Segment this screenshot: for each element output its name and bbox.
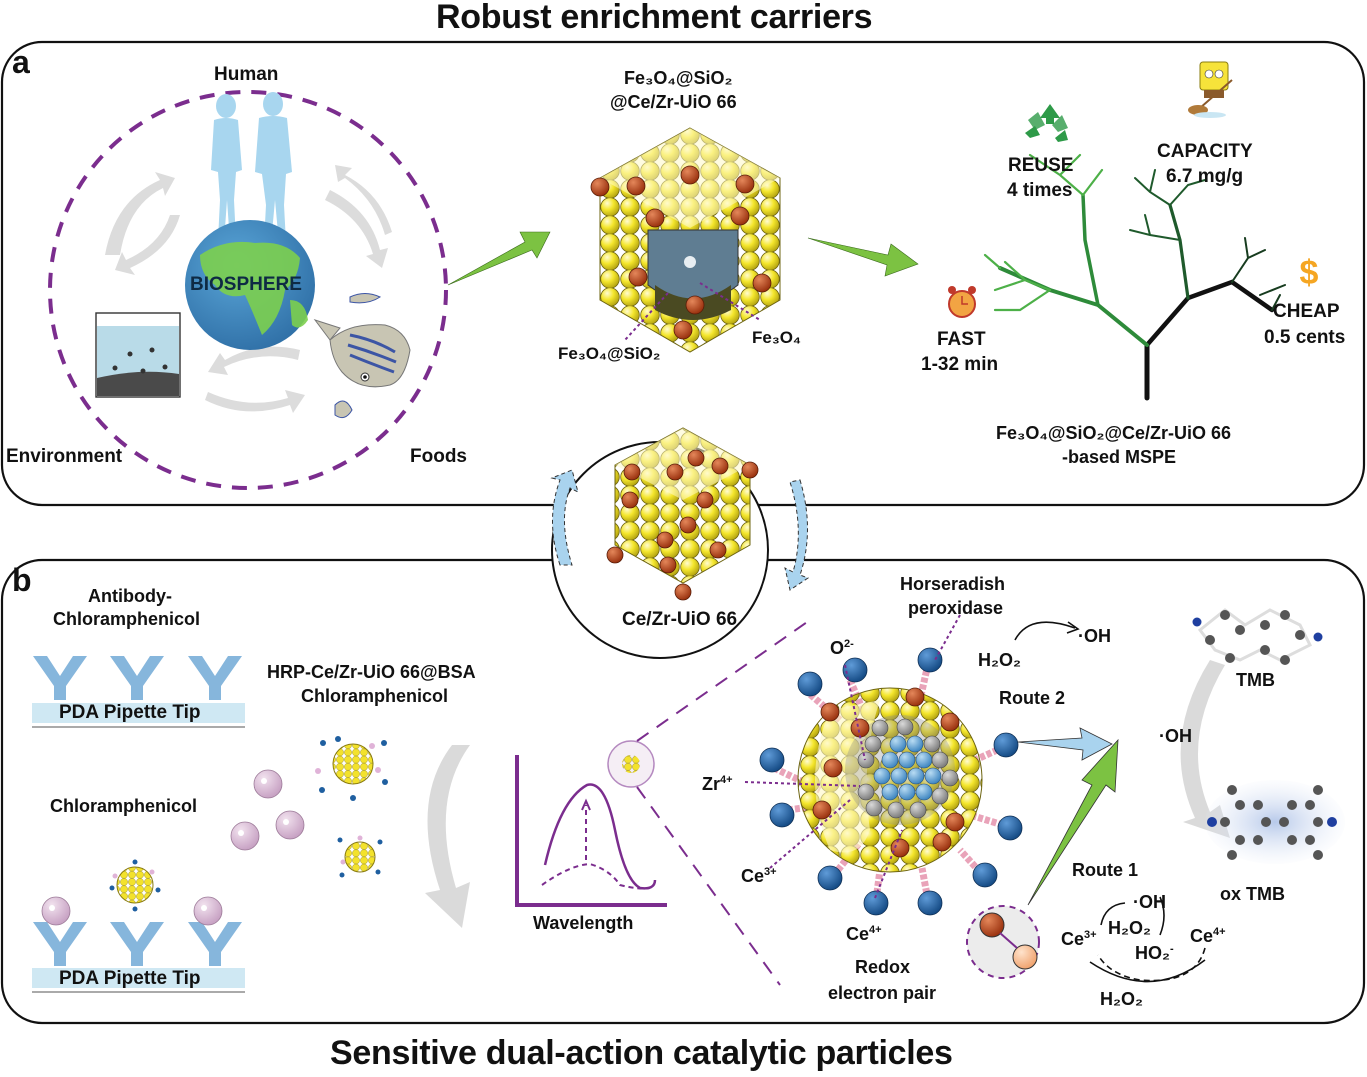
biosphere-cycle bbox=[48, 90, 448, 490]
h2o2-oh-arrow bbox=[1014, 621, 1076, 641]
label-foods: Foods bbox=[410, 446, 467, 467]
tmb-oxidation-arrow bbox=[1180, 660, 1230, 838]
green-arrow-1 bbox=[447, 231, 551, 286]
ox-tmb-molecule-icon bbox=[1205, 780, 1345, 864]
route2-oh: ·OH bbox=[1078, 626, 1111, 646]
top-title: Robust enrichment carriers bbox=[436, 0, 873, 36]
ce3-ion-label: Ce3+ bbox=[741, 866, 777, 886]
chloramphenicol-molecules bbox=[41, 769, 305, 926]
route1-oh: ·OH bbox=[1133, 892, 1166, 912]
reuse-title: REUSE bbox=[1008, 155, 1074, 176]
spectrum-curve-high bbox=[543, 783, 657, 890]
green-arrow-2 bbox=[807, 237, 919, 277]
route1-ce3: Ce3+ bbox=[1061, 929, 1097, 949]
redox-label-line1: Redox bbox=[855, 957, 911, 977]
pipette-tip-bottom-bar bbox=[32, 968, 245, 988]
carrier-title-line1: Fe₃O₄@SiO₂ bbox=[624, 68, 733, 88]
pipette-tip-top-label: PDA Pipette Tip bbox=[59, 702, 201, 723]
human-silhouettes-icon bbox=[211, 92, 292, 244]
cycle-arrow-left bbox=[550, 469, 579, 566]
capacity-title: CAPACITY bbox=[1157, 141, 1253, 162]
tmb-molecule-icon bbox=[1192, 608, 1323, 665]
cheap-title: CHEAP bbox=[1273, 301, 1340, 322]
reuse-value: 4 times bbox=[1007, 180, 1073, 201]
pipette-tip-top-bar bbox=[32, 703, 245, 723]
route1-cycle-arrows bbox=[1089, 896, 1206, 983]
center-uio66-label: Ce/Zr-UiO 66 bbox=[622, 609, 738, 630]
capacity-value: 6.7 mg/g bbox=[1166, 166, 1244, 187]
hrp-label-line1: Horseradish bbox=[900, 574, 1006, 594]
cycle-arrow-right bbox=[784, 479, 810, 591]
route1-label: Route 1 bbox=[1072, 860, 1139, 880]
spectrum-axes bbox=[515, 755, 667, 907]
process-arrow-grey bbox=[425, 745, 470, 928]
ox-tmb-label: ox TMB bbox=[1220, 884, 1285, 904]
route1-h2o2-bottom: H₂O₂ bbox=[1100, 989, 1143, 1009]
mspe-caption-line2: -based MSPE bbox=[1062, 447, 1177, 467]
spectrum-xlabel: Wavelength bbox=[533, 913, 634, 933]
panel-a-letter: a bbox=[12, 44, 30, 80]
route1-ho2: HO₂- bbox=[1135, 943, 1174, 963]
antibody-row-bottom bbox=[33, 922, 242, 966]
cycle-arrows bbox=[105, 165, 392, 413]
hrp-probe-particles bbox=[109, 736, 388, 912]
advantage-tree bbox=[983, 153, 1286, 401]
antibody-row-top bbox=[33, 656, 242, 700]
cycle-dashed-ring bbox=[48, 90, 448, 490]
analyte-label: Chloramphenicol bbox=[50, 796, 198, 816]
ce4-ion-label: Ce4+ bbox=[846, 924, 882, 944]
pipette-tip-bottom-label: PDA Pipette Tip bbox=[59, 968, 201, 989]
panel-b-letter: b bbox=[12, 562, 32, 598]
water-beaker-icon bbox=[95, 312, 181, 398]
recycle-icon bbox=[1025, 104, 1068, 142]
dollar-icon: $ bbox=[1300, 254, 1319, 292]
route1-ce4: Ce4+ bbox=[1190, 926, 1226, 946]
o2-ion-label: O2- bbox=[830, 638, 854, 658]
label-fe3o4-sio2: Fe₃O₄@SiO₂ bbox=[558, 344, 661, 363]
route1-h2o2-top: H₂O₂ bbox=[1108, 918, 1151, 938]
hrp-ce-zr-uio66-particle bbox=[744, 614, 1023, 916]
redox-electron-pair-icon bbox=[966, 905, 1040, 979]
spectrum-curve-low bbox=[541, 862, 651, 890]
antibody-label-line1: Antibody- bbox=[88, 586, 172, 606]
cheap-value: 0.5 cents bbox=[1264, 327, 1346, 348]
tmb-label: TMB bbox=[1236, 670, 1275, 690]
zr-ion-label: Zr4+ bbox=[702, 774, 733, 794]
fast-value: 1-32 min bbox=[921, 354, 999, 375]
bottom-title: Sensitive dual-action catalytic particle… bbox=[330, 1034, 953, 1072]
route2-label: Route 2 bbox=[999, 688, 1066, 708]
label-biosphere: BIOSPHERE bbox=[190, 274, 302, 295]
spectrum-plot bbox=[515, 755, 667, 907]
antibody-label-line2: Chloramphenicol bbox=[53, 609, 201, 629]
redox-label-line2: electron pair bbox=[828, 983, 937, 1003]
fast-title: FAST bbox=[937, 329, 986, 350]
tmb-oxidant-label: ·OH bbox=[1159, 726, 1192, 746]
alarm-clock-icon bbox=[948, 286, 976, 318]
hrp-label-line2: peroxidase bbox=[908, 598, 1004, 618]
zebrafish-icon bbox=[313, 293, 411, 419]
label-human: Human bbox=[214, 64, 279, 85]
mspe-caption-line1: Fe₃O₄@SiO₂@Ce/Zr-UiO 66 bbox=[996, 423, 1232, 443]
center-uio66-cycle bbox=[550, 427, 810, 659]
cartoon-sponge-icon bbox=[1188, 61, 1233, 118]
route1-arrow bbox=[1027, 738, 1119, 906]
route2-h2o2: H₂O₂ bbox=[978, 650, 1021, 670]
fe3o4-sio2-uio66-particle bbox=[590, 127, 781, 353]
label-environment: Environment bbox=[6, 446, 123, 467]
probe-label-line2: Chloramphenicol bbox=[301, 686, 449, 706]
probe-label-line1: HRP-Ce/Zr-UiO 66@BSA bbox=[267, 662, 476, 682]
carrier-title-line2: @Ce/Zr-UiO 66 bbox=[610, 92, 737, 112]
label-fe3o4-core: Fe₃O₄ bbox=[752, 328, 802, 347]
route2-arrow bbox=[1017, 727, 1113, 761]
